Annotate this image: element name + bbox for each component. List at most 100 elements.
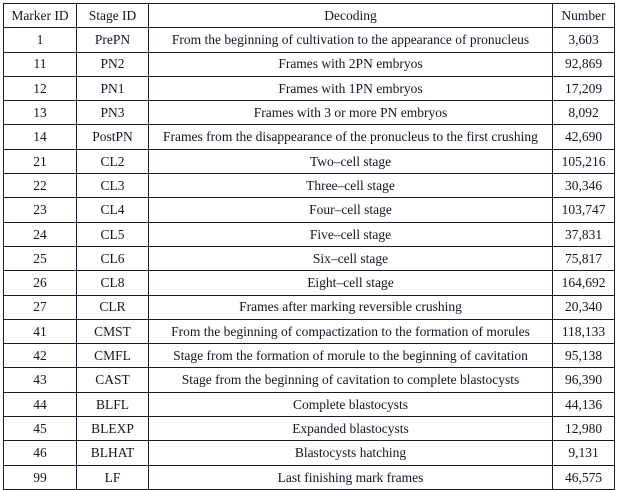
cell-marker-id: 11 bbox=[3, 51, 77, 77]
cell-decoding: Six–cell stage bbox=[148, 245, 553, 272]
cell-number: 8,092 bbox=[552, 100, 615, 126]
cell-stage-id: BLHAT bbox=[76, 440, 149, 466]
cell-number: 95,138 bbox=[552, 343, 615, 369]
cell-decoding: Frames after marking reversible crushing bbox=[148, 294, 553, 320]
cell-decoding: Three–cell stage bbox=[148, 173, 553, 199]
cell-number: 105,216 bbox=[552, 148, 615, 175]
cell-decoding: Frames from the disappearance of the pro… bbox=[148, 124, 553, 150]
cell-stage-id: CL5 bbox=[76, 221, 149, 247]
cell-stage-id: CLR bbox=[76, 294, 149, 320]
cell-decoding: Four–cell stage bbox=[148, 197, 553, 223]
cell-marker-id: 12 bbox=[3, 75, 77, 102]
cell-marker-id: 13 bbox=[3, 100, 77, 126]
cell-marker-id: 14 bbox=[3, 124, 77, 150]
cell-decoding: Blastocysts hatching bbox=[148, 440, 553, 466]
cell-decoding: Stage from the beginning of cavitation t… bbox=[148, 367, 553, 393]
cell-stage-id: CL8 bbox=[76, 270, 149, 296]
cell-number: 96,390 bbox=[552, 367, 615, 393]
cell-number: 37,831 bbox=[552, 221, 615, 247]
cell-decoding: Frames with 3 or more PN embryos bbox=[148, 100, 553, 126]
cell-marker-id: 1 bbox=[3, 27, 77, 53]
cell-number: 103,747 bbox=[552, 197, 615, 223]
cell-stage-id: LF bbox=[76, 464, 149, 490]
cell-stage-id: CMFL bbox=[76, 343, 149, 369]
column-header-stage-id: Stage ID bbox=[76, 2, 149, 29]
cell-number: 42,690 bbox=[552, 124, 615, 150]
cell-decoding: Five–cell stage bbox=[148, 221, 553, 247]
cell-number: 20,340 bbox=[552, 294, 615, 320]
table-header-row: Marker ID Stage ID Decoding Number bbox=[3, 2, 615, 29]
cell-decoding: Stage from the formation of morule to th… bbox=[148, 343, 553, 369]
cell-decoding: From the beginning of compactization to … bbox=[148, 318, 553, 345]
cell-marker-id: 99 bbox=[3, 464, 77, 490]
cell-number: 92,869 bbox=[552, 51, 615, 77]
cell-stage-id: PN2 bbox=[76, 51, 149, 77]
cell-marker-id: 22 bbox=[3, 173, 77, 199]
cell-marker-id: 26 bbox=[3, 270, 77, 296]
cell-marker-id: 46 bbox=[3, 440, 77, 466]
cell-decoding: Eight–cell stage bbox=[148, 270, 553, 296]
cell-marker-id: 27 bbox=[3, 294, 77, 320]
cell-decoding: Two–cell stage bbox=[148, 148, 553, 175]
column-header-decoding: Decoding bbox=[148, 2, 553, 29]
cell-number: 3,603 bbox=[552, 27, 615, 53]
cell-stage-id: CL2 bbox=[76, 148, 149, 175]
cell-decoding: From the beginning of cultivation to the… bbox=[148, 27, 553, 53]
cell-stage-id: CL6 bbox=[76, 245, 149, 272]
cell-decoding: Frames with 1PN embryos bbox=[148, 75, 553, 102]
cell-stage-id: CMST bbox=[76, 318, 149, 345]
cell-stage-id: PN1 bbox=[76, 75, 149, 102]
cell-stage-id: PostPN bbox=[76, 124, 149, 150]
cell-marker-id: 41 bbox=[3, 318, 77, 345]
cell-marker-id: 44 bbox=[3, 391, 77, 418]
cell-marker-id: 24 bbox=[3, 221, 77, 247]
cell-marker-id: 23 bbox=[3, 197, 77, 223]
cell-stage-id: CL3 bbox=[76, 173, 149, 199]
cell-marker-id: 45 bbox=[3, 416, 77, 442]
cell-number: 46,575 bbox=[552, 464, 615, 490]
cell-stage-id: BLEXP bbox=[76, 416, 149, 442]
cell-decoding: Last finishing mark frames bbox=[148, 464, 553, 490]
cell-number: 9,131 bbox=[552, 440, 615, 466]
cell-decoding: Frames with 2PN embryos bbox=[148, 51, 553, 77]
cell-marker-id: 42 bbox=[3, 343, 77, 369]
cell-marker-id: 21 bbox=[3, 148, 77, 175]
cell-stage-id: CAST bbox=[76, 367, 149, 393]
cell-stage-id: CL4 bbox=[76, 197, 149, 223]
cell-stage-id: PrePN bbox=[76, 27, 149, 53]
column-header-marker-id: Marker ID bbox=[3, 2, 77, 29]
cell-number: 164,692 bbox=[552, 270, 615, 296]
cell-decoding: Expanded blastocysts bbox=[148, 416, 553, 442]
cell-stage-id: BLFL bbox=[76, 391, 149, 418]
cell-number: 118,133 bbox=[552, 318, 615, 345]
cell-number: 30,346 bbox=[552, 173, 615, 199]
cell-number: 17,209 bbox=[552, 75, 615, 102]
cell-marker-id: 25 bbox=[3, 245, 77, 272]
cell-number: 12,980 bbox=[552, 416, 615, 442]
column-header-number: Number bbox=[552, 2, 615, 29]
cell-number: 75,817 bbox=[552, 245, 615, 272]
cell-decoding: Complete blastocysts bbox=[148, 391, 553, 418]
